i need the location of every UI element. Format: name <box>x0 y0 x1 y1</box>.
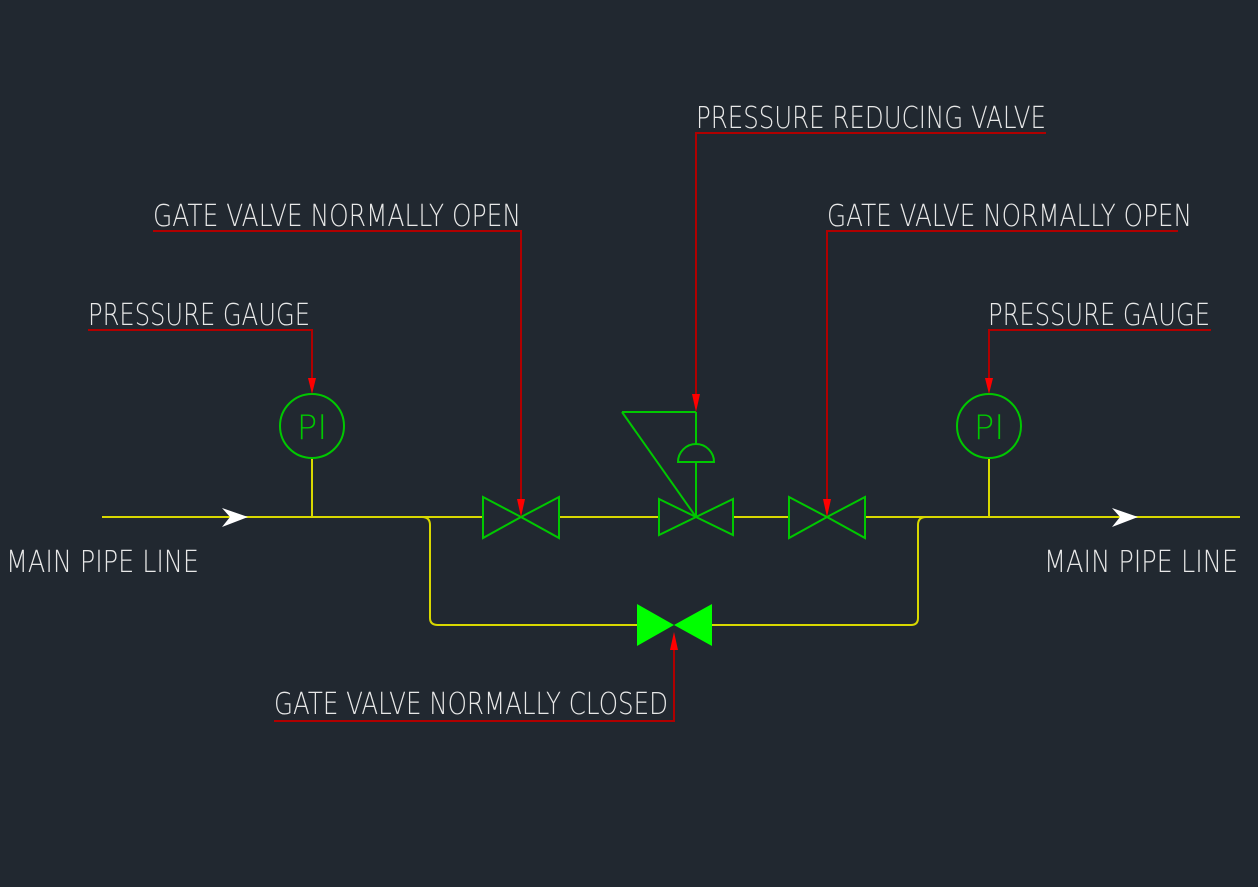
label-main-pipe-line-outlet: MAIN PIPE LINE <box>1044 545 1238 580</box>
gauge-right-tag: PI <box>974 408 1005 448</box>
prv-sensing-line-diagonal <box>621 411 697 518</box>
label-pressure-gauge-left: PRESSURE GAUGE <box>88 298 310 333</box>
valve-left-triangle-icon <box>788 495 830 540</box>
label-gate-valve-open-left: GATE VALVE NORMALLY OPEN <box>153 199 521 234</box>
pressure-gauge-right[interactable]: PI <box>956 393 1022 459</box>
bypass-right-leg <box>712 516 927 626</box>
leader-arrowhead-icon <box>823 499 831 517</box>
label-main-pipe-line-inlet: MAIN PIPE LINE <box>6 545 199 580</box>
leader-arrowhead-icon <box>517 499 525 517</box>
valve-right-triangle-icon <box>518 495 560 540</box>
leader-bypass-valve <box>274 632 678 722</box>
label-gate-valve-closed-bypass: GATE VALVE NORMALLY CLOSED <box>274 687 668 722</box>
gauge-left-tag: PI <box>297 408 328 448</box>
valve-left-triangle-icon <box>482 495 524 540</box>
label-gate-valve-open-right: GATE VALVE NORMALLY OPEN <box>827 199 1192 234</box>
pressure-reducing-valve[interactable] <box>621 411 734 537</box>
bypass-left-leg <box>421 516 637 626</box>
prv-diaphragm-actuator-icon <box>676 443 716 463</box>
leader-gate-valve-left <box>153 230 525 517</box>
leader-arrowhead-icon <box>985 378 993 394</box>
flow-arrow-icon-inlet <box>222 508 248 527</box>
label-pressure-reducing-valve: PRESSURE REDUCING VALVE <box>696 101 1046 136</box>
bypass-pipe-line <box>421 516 927 626</box>
gate-valve-open-right[interactable] <box>788 495 866 540</box>
leader-gate-valve-right <box>823 230 1178 517</box>
prv-left-triangle-icon <box>658 497 699 537</box>
leader-prv <box>692 132 1046 412</box>
leader-arrowhead-icon <box>692 394 700 412</box>
leader-gauge-left <box>88 329 316 394</box>
leader-arrowhead-icon <box>308 378 316 394</box>
pressure-gauge-left[interactable]: PI <box>279 393 345 459</box>
leader-gauge-right <box>985 329 1211 394</box>
closed-valve-right-triangle-icon <box>674 604 712 646</box>
valve-right-triangle-icon <box>824 495 866 540</box>
closed-valve-left-triangle-icon <box>637 604 674 646</box>
label-pressure-gauge-right: PRESSURE GAUGE <box>988 298 1210 333</box>
leader-arrowhead-icon <box>670 632 678 650</box>
gate-valve-open-left[interactable] <box>482 495 560 540</box>
prv-right-triangle-icon <box>693 497 734 537</box>
flow-arrow-icon-outlet <box>1112 508 1138 527</box>
gate-valve-closed-bypass[interactable] <box>637 604 712 646</box>
